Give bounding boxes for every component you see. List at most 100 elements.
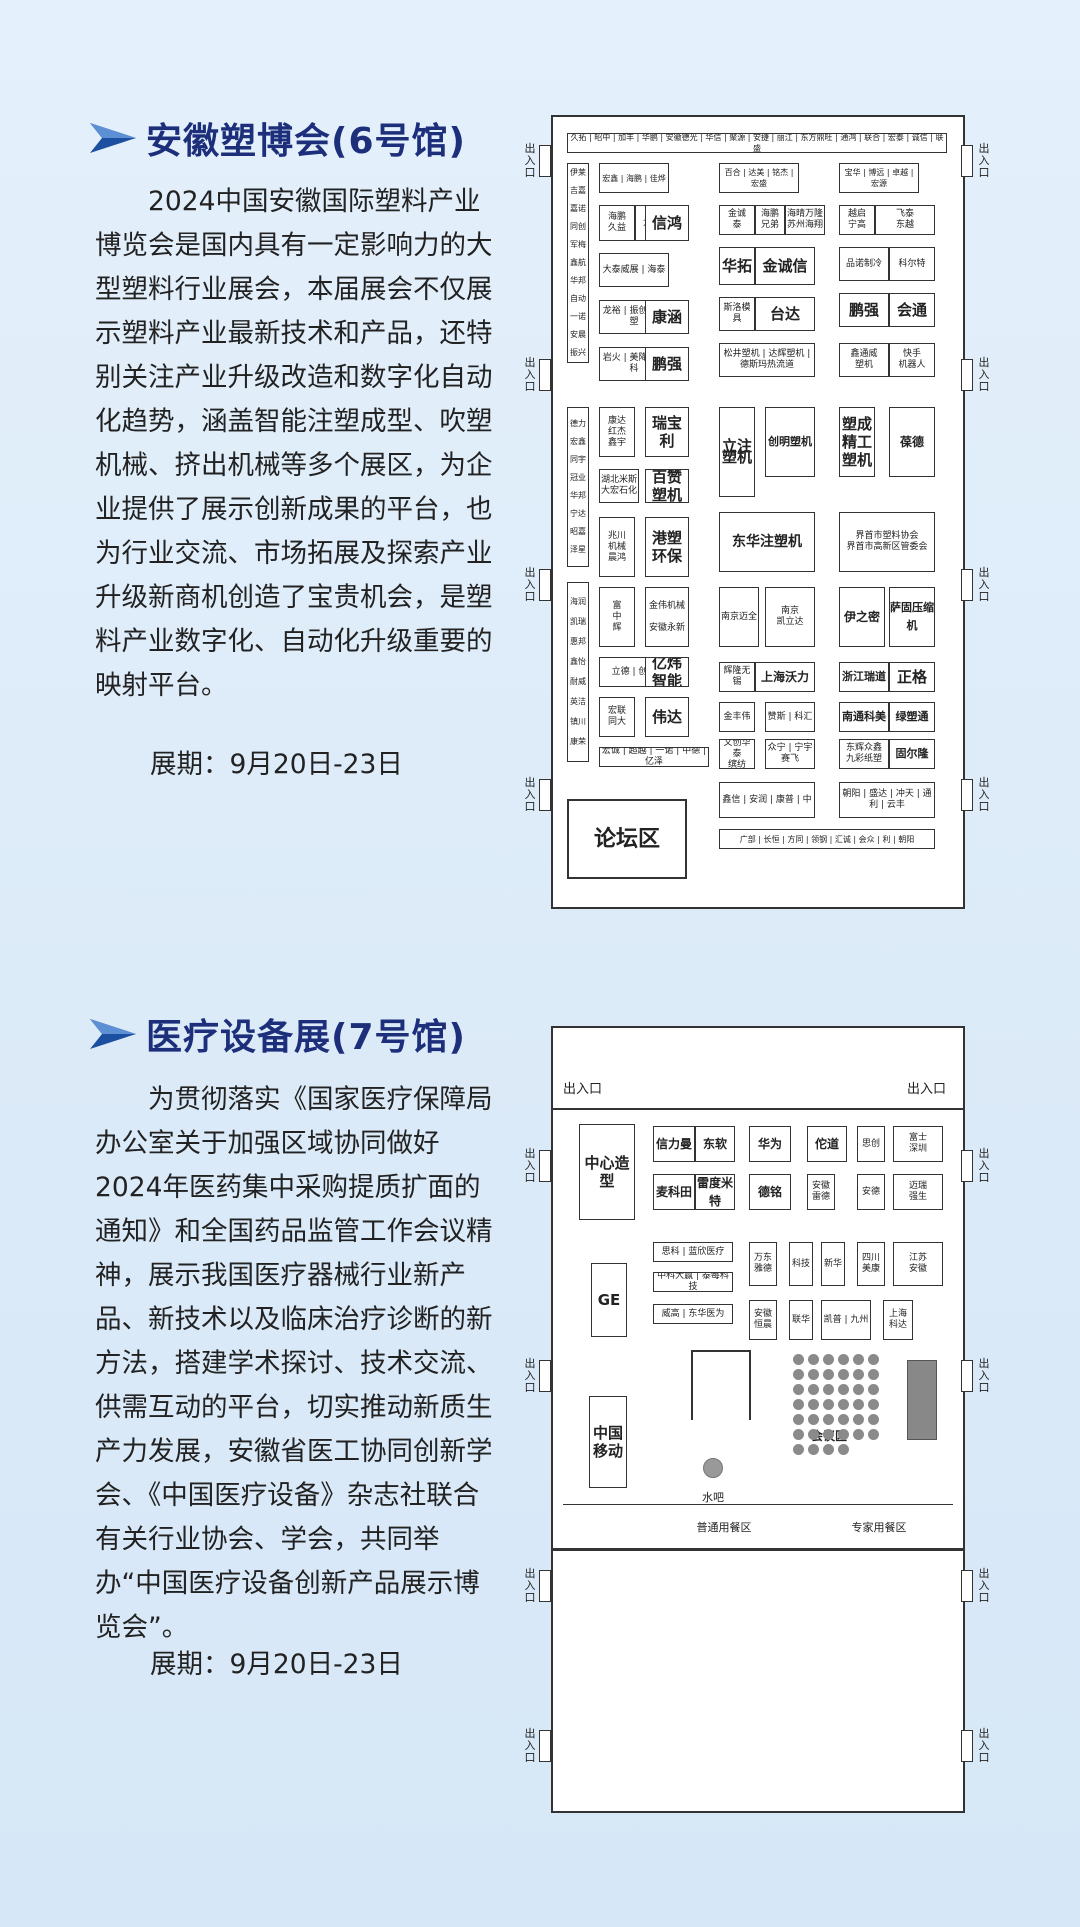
exit-door-icon bbox=[961, 1150, 973, 1182]
hall6-floor-map: 久拓 | 昭中 | 加丰 | 华鹏 | 安徽德光 | 华信 | 聚源 | 安捷 … bbox=[525, 115, 990, 909]
seat-icon bbox=[808, 1369, 819, 1380]
map-divider bbox=[553, 1108, 963, 1110]
map-booth: 伊莱吉嘉嘉诺同创军梅鑫航华邦自动一诺安晨振兴 bbox=[567, 163, 589, 363]
seat-icon bbox=[793, 1399, 804, 1410]
seat-icon bbox=[853, 1429, 864, 1440]
map-booth: 广部 | 长恒 | 方同 | 领钢 | 汇诚 | 会众 | 利 | 朝阳 bbox=[719, 829, 935, 849]
map-booth: 宏诚 | 超越 | 一诺 | 中德 | 亿泽 bbox=[599, 747, 709, 767]
map-center-feature: 中心造型 bbox=[579, 1124, 635, 1220]
exit-door-icon bbox=[961, 1570, 973, 1602]
map-booth-ge: GE bbox=[591, 1263, 627, 1337]
map-booth-baode: 塑成精工塑机 bbox=[839, 407, 875, 477]
seat-icon bbox=[808, 1429, 819, 1440]
seat-icon bbox=[808, 1399, 819, 1410]
hall6-title: 安徽塑博会(6号馆) bbox=[146, 121, 466, 162]
map-dining-normal: 普通用餐区 bbox=[696, 1520, 752, 1534]
map-booth-xinliman: 信力曼 bbox=[653, 1126, 695, 1162]
hall7-title: 医疗设备展(7号馆) bbox=[146, 1017, 466, 1058]
seat-icon bbox=[868, 1369, 879, 1380]
map-exit-label: 出入口 bbox=[978, 1567, 990, 1604]
map-booth-kenidi: 葆德 bbox=[889, 407, 935, 477]
map-booth-huawei: 华为 bbox=[749, 1126, 791, 1162]
map-exit-label: 出入口 bbox=[978, 142, 990, 179]
map-booth: 宏鑫 | 海鹏 | 佳烨 bbox=[599, 163, 669, 193]
map-booth: 东辉众鑫九彩纸塑 bbox=[839, 739, 889, 769]
map-booth-yiwei: 亿炜智能 bbox=[645, 657, 689, 687]
map-booth: 湖北米斯大宏石化 bbox=[599, 469, 639, 503]
map-exit-label: 出入口 bbox=[524, 1357, 536, 1394]
exit-door-icon bbox=[539, 145, 551, 177]
map-exit-label: 出入口 bbox=[978, 776, 990, 813]
exit-door-icon bbox=[539, 1570, 551, 1602]
map-booth-pengqiang: 鹏强 bbox=[839, 293, 889, 327]
map-booth-tuodao: 佗道 bbox=[807, 1126, 847, 1162]
map-booth: 大泰威展 | 海泰 bbox=[599, 253, 669, 287]
paper-plane-icon bbox=[90, 1019, 136, 1049]
seat-icon bbox=[853, 1369, 864, 1380]
hall7-title-row: 医疗设备展(7号馆) bbox=[90, 1008, 466, 1060]
map-booth-baizan: 百赞塑机 bbox=[645, 469, 689, 503]
map-booth: 科尔特 bbox=[889, 247, 935, 281]
map-booth: 金丰伟 bbox=[719, 702, 755, 732]
map-booth-leidumite: 雷度米特 bbox=[695, 1174, 735, 1210]
map-exit-label: 出入口 bbox=[524, 1147, 536, 1184]
seat-icon bbox=[823, 1384, 834, 1395]
map-booth-huitong: 会通 bbox=[889, 293, 935, 327]
map-booth-yizhimi: 伊之密 bbox=[839, 587, 885, 647]
map-forum-area: 论坛区 bbox=[567, 799, 687, 879]
map-exit-label: 出入口 bbox=[978, 1727, 990, 1764]
exit-door-icon bbox=[539, 1730, 551, 1762]
hall6-paragraph-text: 2024中国安徽国际塑料产业博览会是国内具有一定影响力的大型塑料行业展会，本届展… bbox=[95, 186, 493, 701]
hall7-floor-map: 出入口 出入口 中心造型 GE 中国移动 信力曼 东软 华为 佗道 思创 富士深… bbox=[525, 1026, 990, 1813]
map-booth: 联华 bbox=[789, 1300, 813, 1340]
map-booth-donghua: 东华注塑机 bbox=[719, 512, 815, 572]
seat-icon bbox=[823, 1369, 834, 1380]
map-booth: 宝华 | 博远 | 卓越 | 宏源 bbox=[839, 163, 919, 193]
map-exit-label: 出入口 bbox=[907, 1082, 947, 1097]
map-booth: 品诺制冷 bbox=[839, 247, 889, 281]
map-booth: 鑫通威塑机 bbox=[839, 343, 889, 377]
map-booth-taida: 台达 bbox=[755, 297, 815, 331]
seat-icon bbox=[793, 1354, 804, 1365]
map-booth-zhengge: 正格 bbox=[889, 662, 935, 692]
map-booth: 辉隆无锡 bbox=[719, 662, 755, 692]
map-booth: 海润凯瑞惠邦鑫怡耐威英洁镇川康荣 bbox=[567, 582, 589, 762]
map-booth: 赞斯 | 科汇 bbox=[765, 702, 815, 732]
hall6-title-row: 安徽塑博会(6号馆) bbox=[90, 112, 466, 164]
map-booth: 安德 bbox=[857, 1174, 885, 1210]
map-booth: 宏联同大 bbox=[599, 697, 635, 737]
map-exit-label: 出入口 bbox=[978, 356, 990, 393]
seat-icon bbox=[838, 1444, 849, 1455]
map-wall bbox=[563, 1504, 953, 1505]
seat-icon bbox=[808, 1414, 819, 1425]
seat-icon bbox=[853, 1399, 864, 1410]
map-booth-maikitian: 麦科田 bbox=[653, 1174, 695, 1210]
exit-door-icon bbox=[539, 359, 551, 391]
map-booth-suchengjinggong: 创明塑机 bbox=[765, 407, 815, 477]
map-exit-label: 出入口 bbox=[978, 1357, 990, 1394]
hall6-paragraph: 2024中国安徽国际塑料产业博览会是国内具有一定影响力的大型塑料行业展会，本届展… bbox=[95, 180, 505, 708]
exit-door-icon bbox=[961, 145, 973, 177]
seat-icon bbox=[793, 1444, 804, 1455]
map-booth: 海鹏久益 bbox=[599, 205, 635, 241]
map-wall bbox=[749, 1350, 751, 1420]
map-booth-lvsutong: 绿塑通 bbox=[889, 702, 935, 732]
seat-icon bbox=[853, 1384, 864, 1395]
map-booth-dongruan: 东软 bbox=[695, 1126, 735, 1162]
map-booth: 思创 bbox=[857, 1126, 885, 1162]
map-exit-label: 出入口 bbox=[563, 1082, 603, 1097]
map-booth-gangsu: 港塑环保 bbox=[645, 517, 689, 577]
seat-icon bbox=[808, 1354, 819, 1365]
map-booth: 松井塑机 | 达辉塑机 | 德斯玛热流道 bbox=[719, 343, 815, 377]
paper-plane-icon bbox=[90, 123, 136, 153]
exit-door-icon bbox=[539, 779, 551, 811]
exit-door-icon bbox=[961, 1730, 973, 1762]
map-booth: 凯普 | 九州 bbox=[821, 1300, 871, 1340]
map-booth: 南京迈全 bbox=[719, 587, 759, 647]
map-booth-china-mobile: 中国移动 bbox=[589, 1396, 627, 1488]
hall7-paragraph-text: 为贯彻落实《国家医疗保障局办公室关于加强区域协同做好2024年医药集中采购提质扩… bbox=[95, 1084, 493, 1643]
map-booth-sagu: 萨固压缩机 bbox=[889, 587, 935, 647]
seat-icon bbox=[823, 1354, 834, 1365]
seat-icon bbox=[853, 1414, 864, 1425]
seat-icon bbox=[838, 1384, 849, 1395]
